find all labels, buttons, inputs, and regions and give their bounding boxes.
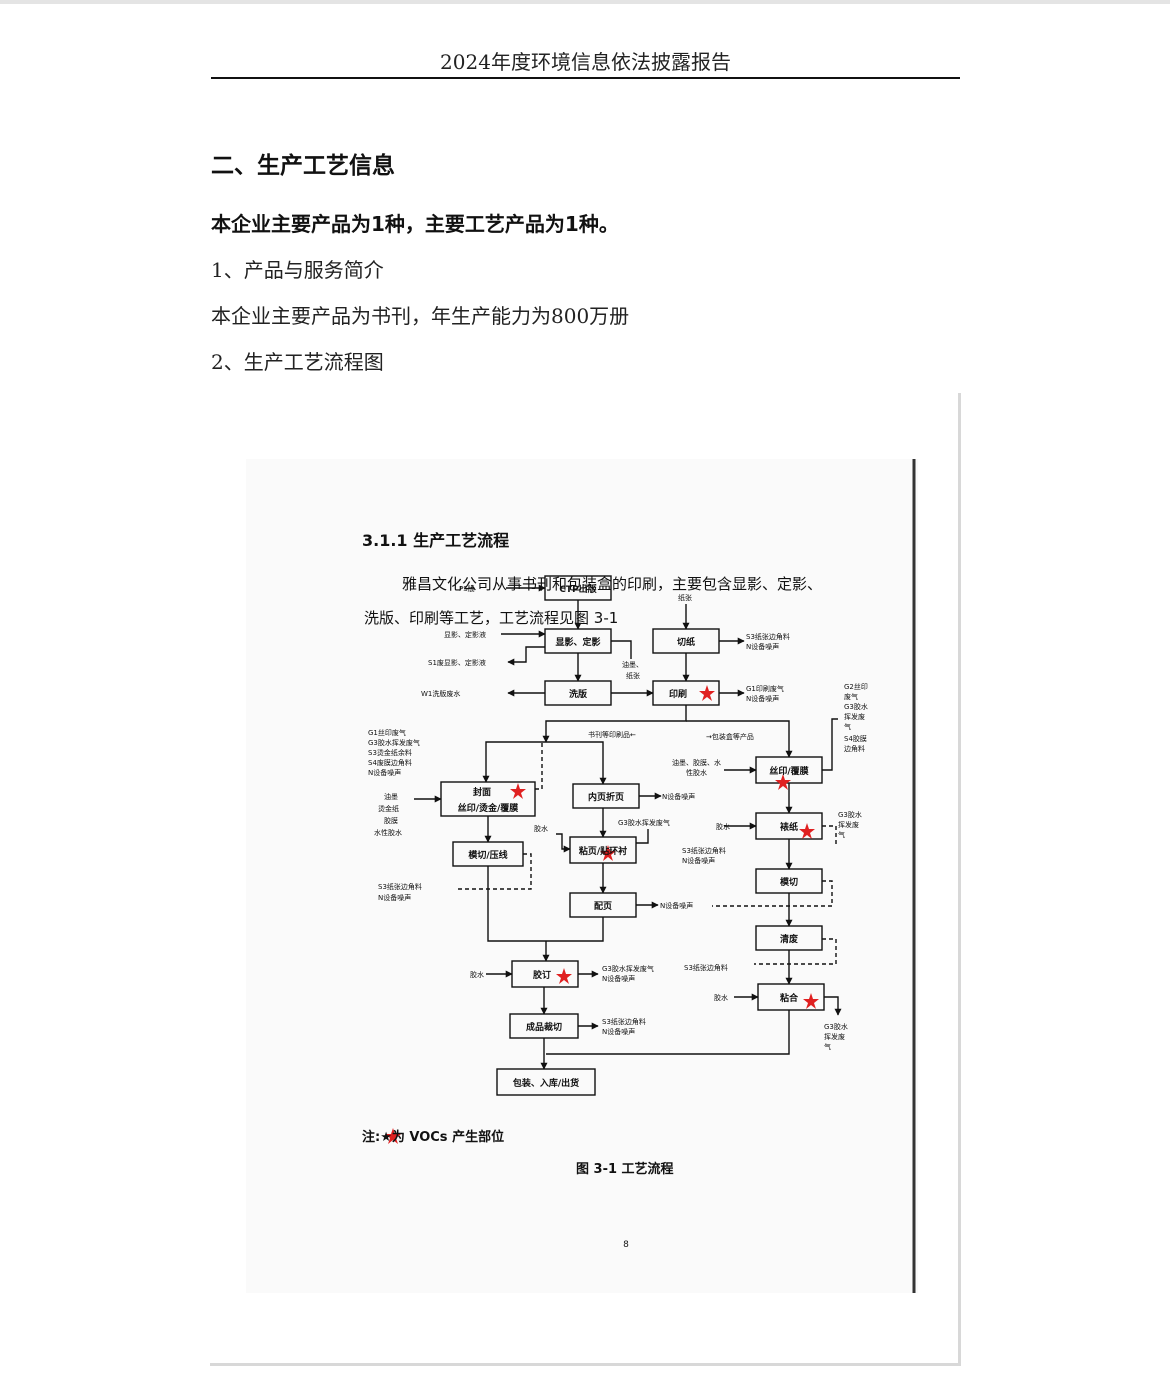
scan-page-number: 8: [623, 1240, 629, 1250]
label-cover-emis1: G1丝印废气: [368, 728, 406, 737]
label-silk-out6: S4胶膜: [844, 734, 867, 743]
label-s3-paste: S3纸张边角料: [682, 846, 726, 855]
item1-text: 本企业主要产品为书刊，年生产能力为800万册: [211, 304, 630, 328]
label-w1: W1洗版废水: [421, 689, 460, 698]
box-glue: 粘合: [779, 992, 799, 1004]
box-pack: 包装、入库/出货: [512, 1077, 579, 1089]
scan-caption: 图 3-1 工艺流程: [576, 1161, 674, 1177]
label-silk-out1: G2丝印: [844, 682, 868, 691]
label-n-collate: N设备噪声: [660, 901, 693, 910]
box-strip: 清废: [780, 933, 798, 945]
flow-diagram: 3.1.1 生产工艺流程 雅昌文化公司从事书刊和包装盒的印刷，主要包含显影、定影…: [362, 459, 916, 1293]
label-n-bind: N设备噪声: [602, 974, 635, 983]
label-cover-emis4: S4废膜边角料: [368, 758, 412, 767]
label-cover-emis2: G3胶水挥发废气: [368, 738, 420, 747]
box-bind: 胶订: [533, 969, 551, 981]
label-g3-paste: G3胶水挥发废气: [618, 818, 670, 827]
scan-para2: 洗版、印刷等工艺，工艺流程见图 3-1: [364, 609, 618, 627]
label-mount-out2: 挥发废: [838, 820, 859, 829]
label-ink2: 纸张: [626, 671, 640, 680]
box-paste: 粘页/贴环衬: [578, 845, 627, 857]
label-silk-in2: 性胶水: [686, 768, 707, 777]
label-s3-cut1: S3纸张边角料: [746, 632, 790, 641]
label-mount-out3: 气: [838, 830, 845, 839]
label-s3-trim: S3纸张边角料: [602, 1017, 646, 1026]
label-silk-out7: 边角料: [844, 744, 865, 753]
label-n-paste: N设备噪声: [682, 856, 715, 865]
label-g3-bind: G3胶水挥发废气: [602, 964, 654, 973]
label-ps: PS版: [459, 584, 475, 593]
label-paper: 纸张: [678, 593, 692, 602]
label-glue-in: 胶水: [714, 993, 728, 1002]
scan-heading: 3.1.1 生产工艺流程: [362, 531, 509, 550]
section-heading: 二、生产工艺信息: [211, 153, 395, 179]
box-inner: 内页折页: [588, 791, 624, 803]
label-bind-in: 胶水: [470, 970, 484, 979]
scanned-page: 3.1.1 生产工艺流程 雅昌文化公司从事书刊和包装盒的印刷，主要包含显影、定影…: [246, 459, 918, 1293]
label-glue-out3: 气: [824, 1042, 831, 1051]
process-flow-figure: 3.1.1 生产工艺流程 雅昌文化公司从事书刊和包装盒的印刷，主要包含显影、定影…: [210, 393, 961, 1366]
label-cover-in3: 胶膜: [384, 816, 398, 825]
label-silk-out2: 废气: [844, 692, 858, 701]
label-silk-out5: 气: [844, 722, 851, 731]
box-die: 模切: [780, 876, 798, 888]
label-branch-book: 书刊等印刷品←: [588, 730, 636, 739]
box-print: 印刷: [669, 688, 687, 700]
label-cover-in1: 油墨: [384, 792, 398, 801]
label-silk-in1: 油墨、胶膜、水: [672, 758, 721, 767]
label-n-print: N设备噪声: [746, 694, 779, 703]
box-develop: 显影、定影: [555, 636, 600, 648]
box-mount: 裱纸: [780, 821, 798, 833]
box-cut-paper: 切纸: [677, 636, 695, 648]
top-border: [0, 0, 1170, 4]
label-s3-die: S3纸张边角料: [378, 882, 422, 891]
label-n-die: N设备噪声: [378, 893, 411, 902]
label-silk-out3: G3胶水: [844, 702, 868, 711]
label-cover-emis5: N设备噪声: [368, 768, 401, 777]
label-n-trim: N设备噪声: [602, 1027, 635, 1036]
label-mount-out1: G3胶水: [838, 810, 862, 819]
box-wash: 洗版: [569, 688, 587, 700]
label-cover-emis3: S3烫金纸余料: [368, 748, 412, 757]
label-g1: G1印刷废气: [746, 684, 784, 693]
label-cover-in2: 烫金纸: [378, 804, 399, 813]
box-ctp: CTP出版: [559, 583, 596, 595]
label-glue-out1: G3胶水: [824, 1022, 848, 1031]
label-dev-liquid: 显影、定影液: [444, 630, 486, 639]
label-s3-strip: S3纸张边角料: [684, 963, 728, 972]
box-cover: 封面: [473, 786, 491, 798]
label-cover-in4: 水性胶水: [374, 828, 402, 837]
scan-note: 注:★为 VOCs 产生部位: [362, 1129, 504, 1145]
header-rule: [211, 77, 960, 79]
box-die-crease: 模切/压线: [468, 849, 507, 861]
label-s1: S1废显影、定影液: [428, 658, 486, 667]
item1-title: 1、产品与服务简介: [211, 258, 384, 282]
label-ink: 油墨、: [622, 660, 643, 669]
box-cover-sub: 丝印/烫金/覆膜: [458, 802, 520, 814]
box-collate: 配页: [594, 901, 612, 912]
label-mount-in: 胶水: [716, 822, 730, 831]
section-summary: 本企业主要产品为1种，主要工艺产品为1种。: [211, 212, 619, 236]
document-header: 2024年度环境信息依法披露报告: [440, 50, 731, 74]
item2-title: 2、生产工艺流程图: [211, 350, 384, 374]
box-silk: 丝印/覆膜: [769, 765, 809, 777]
label-glue-in1: 胶水: [534, 824, 548, 833]
label-silk-out4: 挥发废: [844, 712, 865, 721]
label-glue-out2: 挥发废: [824, 1032, 845, 1041]
label-n-inner: N设备噪声: [662, 792, 695, 801]
scan-para1: 雅昌文化公司从事书刊和包装盒的印刷，主要包含显影、定影、: [402, 575, 822, 593]
label-branch-box: →包装盒等产品: [706, 732, 754, 741]
label-n-cut: N设备噪声: [746, 642, 779, 651]
box-trim: 成品裁切: [526, 1021, 562, 1033]
